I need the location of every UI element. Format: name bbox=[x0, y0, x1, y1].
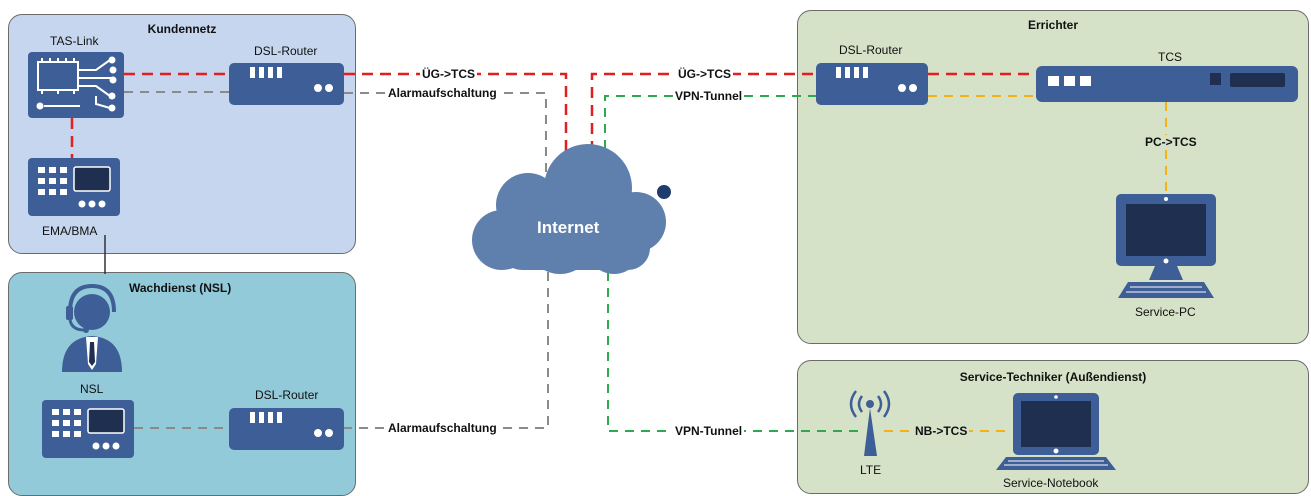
line-dsl-cloud-gray bbox=[344, 92, 547, 180]
label-service-pc: Service-PC bbox=[1135, 305, 1196, 319]
line-dsl-cloud-red bbox=[344, 72, 568, 170]
tas-link-icon bbox=[28, 52, 124, 118]
line-cloud-nsl-gray bbox=[344, 272, 549, 429]
label-dsl-router-kunde: DSL-Router bbox=[254, 44, 318, 58]
label-lte: LTE bbox=[860, 463, 882, 477]
conn-label-pc-tcs: PC->TCS bbox=[1143, 135, 1199, 149]
zone-title-kundennetz: Kundennetz bbox=[147, 22, 217, 36]
zone-title-service: Service-Techniker (Außendienst) bbox=[959, 370, 1147, 384]
label-internet: Internet bbox=[537, 218, 600, 237]
dsl-router-nsl-icon bbox=[229, 408, 344, 450]
label-tas-link: TAS-Link bbox=[50, 34, 99, 48]
conn-label-ug-tcs-right: ÜG->TCS bbox=[676, 67, 734, 81]
zone-title-wachdienst: Wachdienst (NSL) bbox=[129, 281, 232, 295]
service-notebook-icon bbox=[996, 393, 1116, 470]
conn-label-vpn-top: VPN-Tunnel bbox=[673, 89, 745, 103]
dsl-router-kunde-icon bbox=[229, 63, 344, 105]
line-cloud-errichter-red bbox=[590, 72, 816, 170]
tcs-server-icon bbox=[1036, 66, 1298, 102]
operator-headset-icon bbox=[62, 283, 122, 372]
label-nsl: NSL bbox=[80, 382, 104, 396]
label-dsl-router-nsl: DSL-Router bbox=[255, 388, 319, 402]
ema-bma-icon bbox=[28, 158, 120, 216]
internet-cloud-icon bbox=[472, 144, 671, 274]
conn-label-nb-tcs: NB->TCS bbox=[913, 424, 970, 438]
service-pc-icon bbox=[1116, 194, 1216, 298]
conn-label-vpn-bottom: VPN-Tunnel bbox=[673, 424, 745, 438]
conn-label-alarm-bottom: Alarmaufschaltung bbox=[386, 421, 499, 435]
nsl-device-icon bbox=[42, 400, 134, 458]
lte-antenna-icon bbox=[849, 390, 891, 456]
line-cloud-lte-green bbox=[607, 272, 862, 432]
label-dsl-router-errichter: DSL-Router bbox=[839, 43, 903, 57]
label-ema-bma: EMA/BMA bbox=[42, 224, 98, 238]
zone-title-errichter: Errichter bbox=[1027, 18, 1079, 32]
conn-label-alarm-top: Alarmaufschaltung bbox=[386, 86, 499, 100]
label-service-notebook: Service-Notebook bbox=[1003, 476, 1099, 490]
label-tcs: TCS bbox=[1158, 50, 1182, 64]
conn-label-ug-tcs-left: ÜG->TCS bbox=[420, 67, 478, 81]
dsl-router-errichter-icon bbox=[816, 63, 928, 105]
line-cloud-errichter-green bbox=[604, 95, 816, 165]
